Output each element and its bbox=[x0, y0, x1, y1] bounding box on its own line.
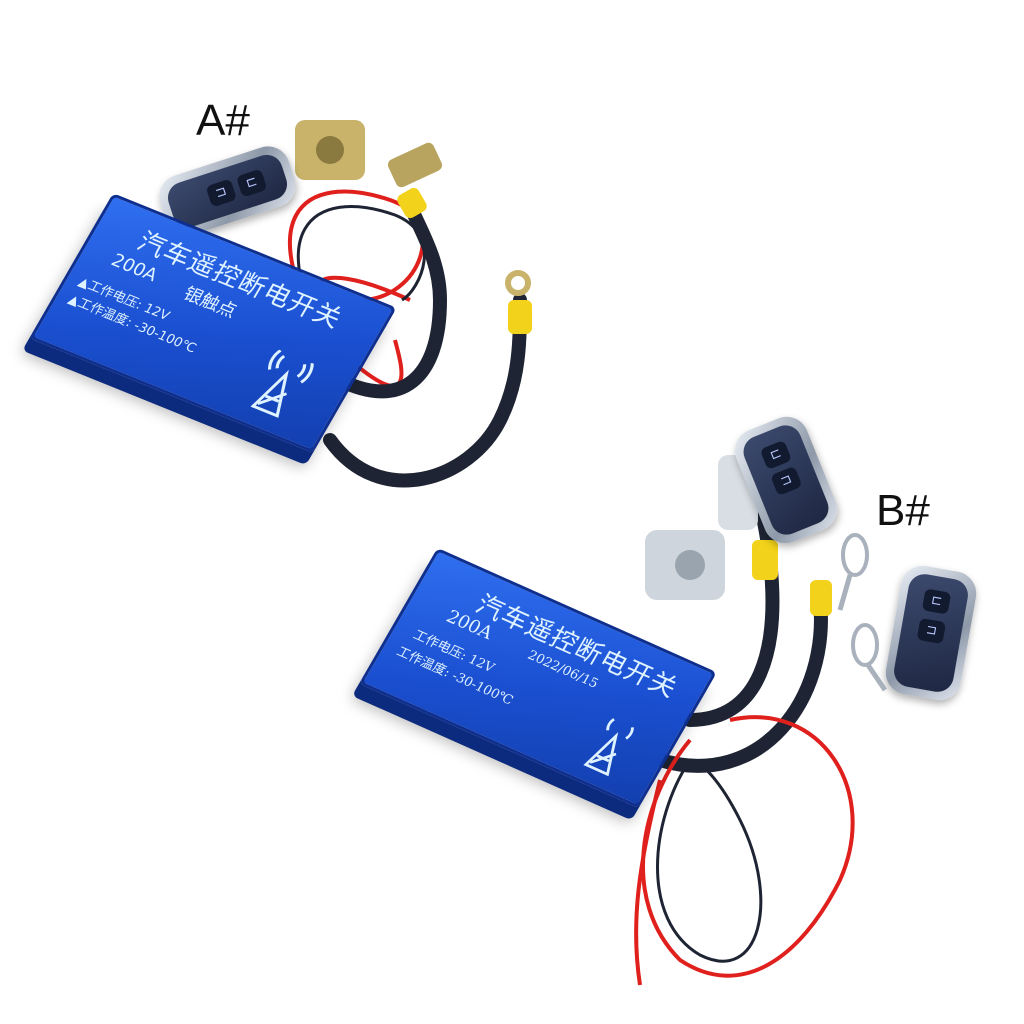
switch-box-a: 汽车遥控断电开关 200A 银触点 ▲工作电压: 12V ▲工作温度: -30-… bbox=[29, 193, 397, 453]
switch-box-b: 汽车遥控断电开关 200A 2022/06/15 工作电压: 12V 工作温度:… bbox=[359, 547, 717, 809]
signal-tower-icon bbox=[250, 349, 314, 418]
variant-label-b: B# bbox=[876, 486, 930, 535]
variant-label-a: A# bbox=[196, 96, 250, 145]
signal-tower-icon bbox=[583, 718, 634, 777]
